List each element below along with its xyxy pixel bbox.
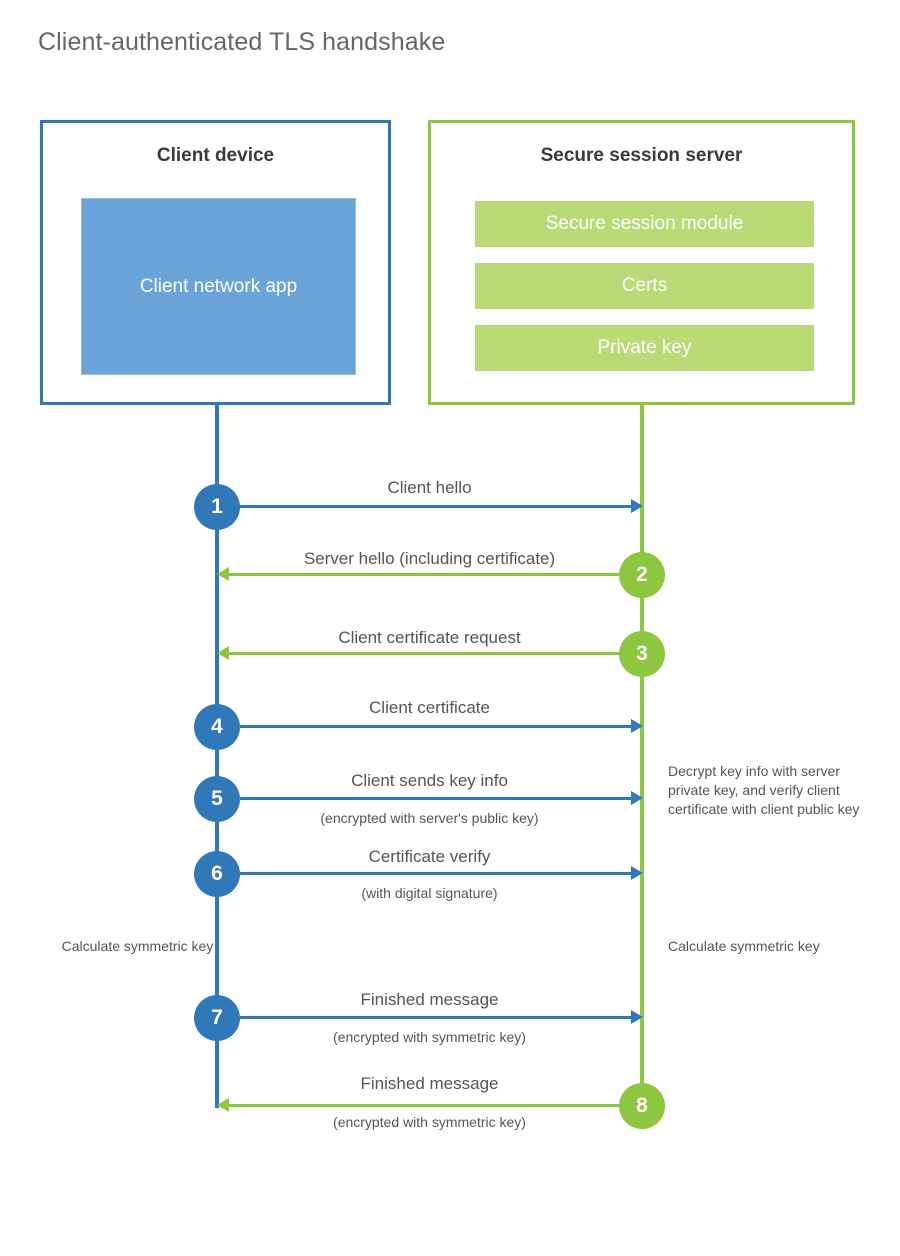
step-8-arrow bbox=[217, 1098, 642, 1112]
arrow-head-right-icon bbox=[631, 791, 643, 805]
server-decrypt-note: Decrypt key info with server private key… bbox=[668, 763, 860, 817]
client-device-box: Client device Client network app bbox=[40, 120, 391, 405]
arrow-head-left-icon bbox=[217, 1098, 229, 1112]
step-7-badge[interactable]: 7 bbox=[194, 995, 240, 1041]
secure-session-server-box: Secure session server Secure session mod… bbox=[428, 120, 855, 405]
client-lifeline bbox=[215, 402, 219, 1108]
step-1-label: Client hello bbox=[387, 478, 472, 497]
client-calculate-symmetric-key-note: Calculate symmetric key bbox=[61, 938, 214, 954]
step-3-label: Client certificate request bbox=[338, 628, 521, 647]
step-5-badge[interactable]: 5 bbox=[194, 776, 240, 822]
step-2-arrow bbox=[217, 567, 642, 581]
step-4-arrow bbox=[217, 719, 643, 733]
arrow-head-right-icon bbox=[631, 1010, 643, 1024]
client-network-app-box: Client network app bbox=[81, 198, 356, 375]
step-3-arrow bbox=[217, 646, 642, 660]
step-4-label: Client certificate bbox=[369, 698, 490, 717]
step-7-arrow bbox=[217, 1010, 643, 1024]
step-7-label: Finished message bbox=[360, 990, 499, 1009]
step-6-label: Certificate verify bbox=[368, 847, 491, 866]
step-8-badge[interactable]: 8 bbox=[619, 1083, 665, 1129]
step-5-arrow bbox=[217, 791, 643, 805]
client-device-title: Client device bbox=[156, 145, 275, 166]
step-5-label: Client sends key info bbox=[351, 771, 508, 790]
server-component-private-key: Private key bbox=[475, 325, 814, 371]
page-title: Client-authenticated TLS handshake bbox=[38, 28, 446, 56]
step-6-sublabel: (with digital signature) bbox=[361, 885, 498, 901]
arrow-head-right-icon bbox=[631, 866, 643, 880]
server-title: Secure session server bbox=[540, 145, 743, 166]
step-8-label: Finished message bbox=[360, 1074, 499, 1093]
step-1-badge[interactable]: 1 bbox=[194, 484, 240, 530]
arrow-head-left-icon bbox=[217, 567, 229, 581]
step-6-badge[interactable]: 6 bbox=[194, 851, 240, 897]
server-calculate-symmetric-key-note: Calculate symmetric key bbox=[668, 938, 820, 954]
step-1-arrow bbox=[217, 499, 643, 513]
step-8-sublabel: (encrypted with symmetric key) bbox=[333, 1114, 526, 1130]
server-lifeline bbox=[640, 402, 644, 1108]
step-2-label: Server hello (including certificate) bbox=[303, 549, 556, 568]
arrow-head-right-icon bbox=[631, 499, 643, 513]
arrow-head-right-icon bbox=[631, 719, 643, 733]
step-7-sublabel: (encrypted with symmetric key) bbox=[333, 1029, 526, 1045]
step-3-badge[interactable]: 3 bbox=[619, 631, 665, 677]
step-5-sublabel: (encrypted with server's public key) bbox=[320, 810, 539, 826]
step-4-badge[interactable]: 4 bbox=[194, 704, 240, 750]
step-2-badge[interactable]: 2 bbox=[619, 552, 665, 598]
server-component-certs: Certs bbox=[475, 263, 814, 309]
arrow-head-left-icon bbox=[217, 646, 229, 660]
step-6-arrow bbox=[217, 866, 643, 880]
server-component-secure-session-module: Secure session module bbox=[475, 201, 814, 247]
